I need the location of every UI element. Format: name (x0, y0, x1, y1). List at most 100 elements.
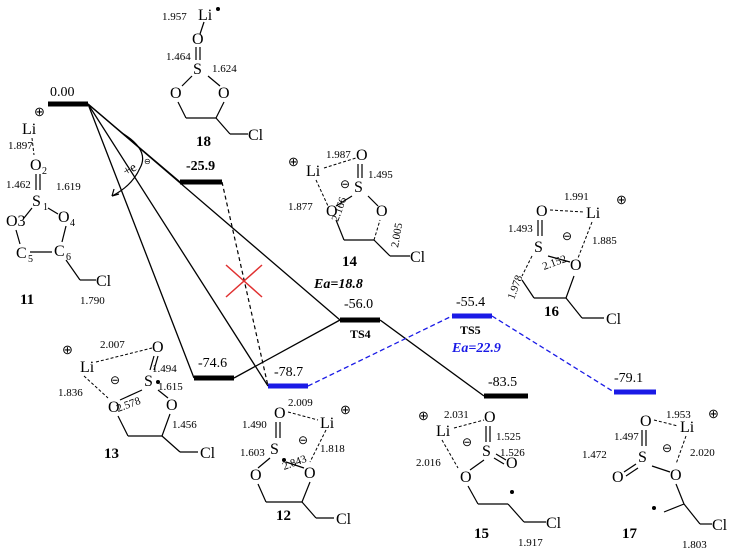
s13-oa: O (108, 399, 120, 416)
s16-o: O (536, 203, 548, 220)
s11-o4: O (58, 209, 70, 226)
s17-plus-icon: ⊕ (708, 406, 719, 421)
s12-ob: O (304, 465, 316, 482)
s17-oa: O (612, 469, 624, 486)
connector-ts4-15 (379, 319, 485, 397)
s12-d2: 1.490 (242, 419, 267, 431)
connectors (87, 103, 615, 397)
s11-d3: 1.619 (56, 181, 81, 193)
s13-d3: 1.615 (158, 381, 183, 393)
s17-d4: 2.020 (690, 447, 715, 459)
transition-state-labels: TS4 TS5 Ea=18.8 Ea=22.9 (313, 277, 501, 356)
s17-d5: 1.803 (682, 539, 707, 551)
s14-d1: 1.987 (326, 149, 351, 161)
s18-o: O (192, 31, 204, 48)
s17-d2: 1.497 (614, 431, 639, 443)
label-12: 12 (276, 508, 291, 524)
s18-cl: Cl (248, 127, 264, 144)
s13-d4: 1.836 (58, 387, 83, 399)
energy-15: -83.5 (488, 375, 517, 390)
s14-minus-icon: ⊖ (340, 177, 350, 191)
energy-18: -25.9 (186, 159, 215, 174)
energy-11: 0.00 (50, 85, 75, 100)
s13-li: Li (80, 359, 95, 376)
s14-d3: 1.877 (288, 201, 313, 213)
s15-d1: 2.031 (444, 409, 469, 421)
s11-s1n: 1 (43, 202, 48, 213)
structure-13: ⊕ 2.007 Li O 1.494 ⊖ S 1.615 1.836 2.578… (58, 339, 216, 462)
s16-d4: 2.152 (541, 253, 568, 273)
ts5-label: TS5 (460, 323, 481, 337)
s14-d5: 2.005 (389, 222, 405, 249)
s18-ob: O (218, 85, 230, 102)
s15-d4: 2.016 (416, 457, 441, 469)
s16-oa: O (570, 257, 582, 274)
s15-plus-icon: ⊕ (418, 408, 429, 423)
energy-values: 0.00 -25.9 -74.6 -78.7 -56.0 -55.4 -83.5… (50, 85, 643, 390)
s17-d3: 1.472 (582, 449, 607, 461)
s16-plus-icon: ⊕ (616, 192, 627, 207)
energy-ts5: -55.4 (456, 295, 485, 310)
s15-o: O (484, 409, 496, 426)
ts4-label: TS4 (350, 327, 371, 341)
s12-d3: 1.818 (320, 443, 345, 455)
s16-li: Li (586, 205, 601, 222)
s11-s1: S (32, 193, 41, 210)
s15-oa: O (460, 469, 472, 486)
s14-d2: 1.495 (368, 169, 393, 181)
s13-d1: 2.007 (100, 339, 125, 351)
label-17: 17 (622, 526, 638, 542)
label-14: 14 (342, 254, 358, 270)
s15-d2: 1.525 (496, 431, 521, 443)
s18-d2: 1.464 (166, 51, 191, 63)
connector-11-ts4 (87, 103, 341, 321)
s11-c5: C (16, 245, 27, 262)
s18-li: Li (198, 7, 213, 24)
s13-minus-icon: ⊖ (110, 373, 120, 387)
connector-12-ts5 (307, 315, 453, 387)
s16-d1: 1.991 (564, 191, 589, 203)
energy-levels (48, 101, 656, 399)
s13-s: S (144, 373, 153, 390)
s17-s: S (638, 449, 647, 466)
s14-o: O (356, 147, 368, 164)
energy-ts4: -56.0 (344, 297, 373, 312)
s13-o: O (152, 339, 164, 356)
ea-ts4: Ea=18.8 (313, 277, 363, 292)
s14-cl: Cl (410, 249, 426, 266)
s16-s: S (534, 239, 543, 256)
label-11: 11 (20, 292, 34, 308)
s12-s: S (270, 441, 279, 458)
s13-radical-dot (156, 380, 160, 384)
ea-ts5: Ea=22.9 (451, 341, 501, 356)
s12-li: Li (320, 415, 335, 432)
s11-c6: C (54, 243, 65, 260)
s11-o2: O (30, 157, 42, 174)
s15-ob: O (506, 455, 518, 472)
s13-ob: O (166, 397, 178, 414)
s11-o3: O3 (6, 213, 26, 230)
s12-cl: Cl (336, 511, 352, 528)
s11-o2n: 2 (42, 166, 47, 177)
s12-o: O (274, 405, 286, 422)
electron-minus-icon: ⊖ (144, 157, 151, 166)
s16-minus-icon: ⊖ (562, 229, 572, 243)
s14-ob: O (376, 203, 388, 220)
s16-d2: 1.493 (508, 223, 533, 235)
s15-li: Li (436, 423, 451, 440)
s11-c6n: 6 (66, 252, 71, 263)
label-18: 18 (196, 134, 211, 150)
s18-radical-dot (216, 7, 220, 11)
s14-plus-icon: ⊕ (288, 154, 299, 169)
s13-d6: 1.456 (172, 419, 197, 431)
s15-minus-icon: ⊖ (462, 435, 472, 449)
energy-17: -79.1 (614, 371, 643, 386)
s11-d4: 1.790 (80, 295, 105, 307)
s11-d2: 1.462 (6, 179, 31, 191)
blocked-path-cross (225, 264, 263, 298)
label-13: 13 (104, 446, 119, 462)
s17-minus-icon: ⊖ (662, 441, 672, 455)
s11-li: Li (22, 121, 37, 138)
structure-16: 1.991 ⊕ O Li 1.493 ⊖ 1.885 S 2.152 O 1.9… (506, 191, 627, 328)
label-15: 15 (474, 526, 489, 542)
